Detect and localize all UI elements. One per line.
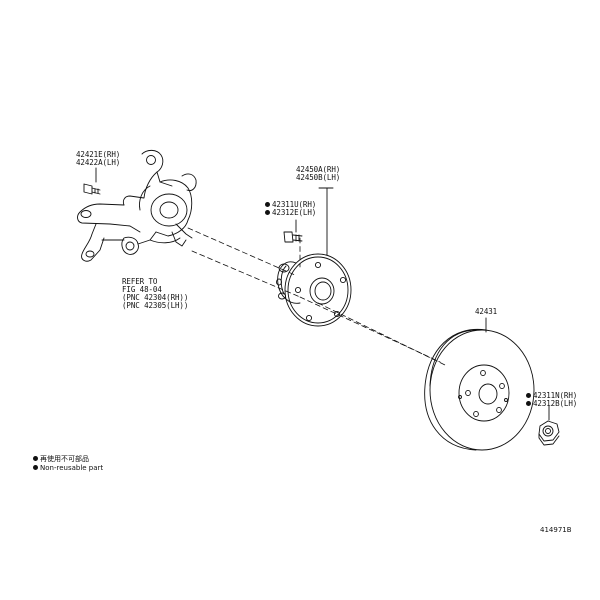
disc-nut-part-number-rh: 42311N(RH) <box>526 391 578 401</box>
non-reusable-marker <box>526 393 531 398</box>
knuckle-drawing <box>77 149 197 262</box>
reference-note-line-3: (PNC 42304(RH)) <box>122 293 189 302</box>
hub-bolt-part-number-rh: 42311U(RH) <box>265 200 317 210</box>
legend-dot <box>33 456 38 461</box>
disc-nut-drawing <box>538 420 560 446</box>
disc-nut-part-number-lh: 42312B(LH) <box>526 399 578 409</box>
legend-japanese-text: 再使用不可部品 <box>40 455 89 463</box>
legend-dot <box>33 465 38 470</box>
reference-note-line-4: (PNC 42305(LH)) <box>122 301 189 310</box>
hub-assembly-part-number-lh: 42450B(LH) <box>296 173 341 182</box>
legend-english-text: Non-reusable part <box>40 464 104 472</box>
brake-disc-part-number: 42431 <box>475 307 498 316</box>
reference-note-line-1: REFER TO <box>122 277 158 286</box>
non-reusable-marker <box>265 210 270 215</box>
non-reusable-marker <box>265 202 270 207</box>
brake-disc-drawing <box>424 328 535 451</box>
knuckle-bolt-drawing <box>83 183 101 195</box>
legend-japanese: 再使用不可部品 <box>33 455 89 464</box>
reference-note-line-2: FIG 48-04 <box>122 285 162 294</box>
hub-assembly-part-number-rh: 42450A(RH) <box>296 165 341 174</box>
hub-bolt-part-number-lh-text: 42312E(LH) <box>272 208 317 217</box>
disc-nut-part-number-lh-text: 42312B(LH) <box>533 399 578 408</box>
hub-bolt-part-number-rh-text: 42311U(RH) <box>272 200 317 209</box>
hub-assembly-drawing <box>276 253 352 327</box>
knuckle-bolt-part-number-rh: 42421E(RH) <box>76 150 121 159</box>
non-reusable-marker <box>526 401 531 406</box>
disc-nut-part-number-rh-text: 42311N(RH) <box>533 391 578 400</box>
knuckle-bolt-part-number-lh: 42422A(LH) <box>76 158 121 167</box>
legend-english: Non-reusable part <box>33 464 103 473</box>
figure-id: 414971B <box>540 526 572 534</box>
hub-bolt-part-number-lh: 42312E(LH) <box>265 208 317 218</box>
hub-bolt-drawing <box>283 231 303 243</box>
